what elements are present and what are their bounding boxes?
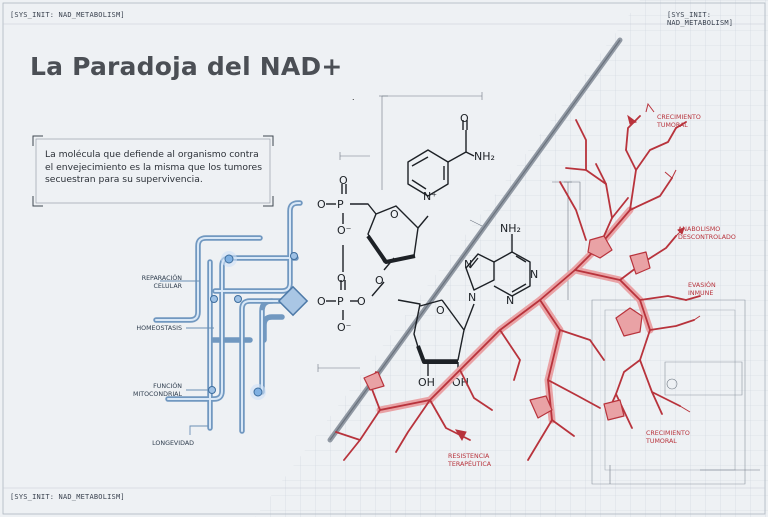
- atom-n: N: [506, 294, 514, 307]
- label-anabolismo-descontrolado: ANABOLISMO DESCONTROLADO: [678, 226, 736, 241]
- svg-text:.: .: [352, 92, 355, 102]
- atom-n: N: [530, 268, 538, 281]
- label-crecimiento-tumoral-bottom: CRECIMIENTO TUMORAL: [646, 430, 690, 445]
- glow-nodes: [208, 251, 298, 400]
- description-box-frame: [32, 135, 274, 207]
- atom-o: O: [339, 174, 348, 187]
- label-resistencia-terapeutica: RESISTENCIA TERAPÉUTICA: [448, 453, 492, 468]
- label-crecimiento-tumoral-top: CRECIMIENTO TUMORAL: [657, 114, 701, 129]
- description-box: La molécula que defiende al organismo co…: [33, 136, 271, 204]
- atom-o: O: [390, 208, 399, 221]
- atom-o: O: [375, 274, 384, 287]
- atom-o: O: [436, 304, 445, 317]
- description-text: La molécula que defiende al organismo co…: [45, 149, 262, 185]
- label-funcion-mitocondrial: FUNCIÓN MITOCONDRIAL: [132, 383, 182, 398]
- atom-p: P: [337, 198, 344, 211]
- atom-o: O: [317, 295, 326, 308]
- atom-o: O: [337, 272, 346, 285]
- atom-n: N: [464, 258, 472, 271]
- atom-o-minus: O⁻: [337, 224, 352, 237]
- sys-tag-top-left: [SYS_INIT: NAD_METABOLISM]: [10, 11, 125, 19]
- sys-tag-bottom-left: [SYS_INIT: NAD_METABOLISM]: [10, 493, 125, 501]
- atom-nh2: NH₂: [500, 222, 521, 235]
- label-reparacion-celular: REPARACIÓN CELULAR: [141, 275, 182, 290]
- atom-p: P: [337, 295, 344, 308]
- sys-tag-top-right: [SYS_INIT: NAD_METABOLISM]: [667, 11, 734, 27]
- label-longevidad: LONGEVIDAD: [152, 440, 194, 447]
- atom-nh2: NH₂: [474, 150, 495, 163]
- tumor-cluster: [615, 307, 643, 337]
- label-evasion-inmune: EVASIÓN INMUNE: [688, 282, 716, 297]
- atom-n: N: [468, 291, 476, 304]
- atom-n-plus: N⁺: [423, 190, 437, 203]
- central-node: [277, 285, 309, 317]
- atom-o: O: [460, 112, 469, 125]
- atom-o: O: [357, 295, 366, 308]
- label-homeostasis: HOMEOSTASIS: [136, 325, 182, 332]
- atom-o: O: [317, 198, 326, 211]
- technical-annotations: [317, 92, 760, 485]
- atom-oh: OH: [418, 376, 435, 389]
- page-title: La Paradoja del NAD+: [30, 52, 343, 81]
- atom-o-minus: O⁻: [337, 321, 352, 334]
